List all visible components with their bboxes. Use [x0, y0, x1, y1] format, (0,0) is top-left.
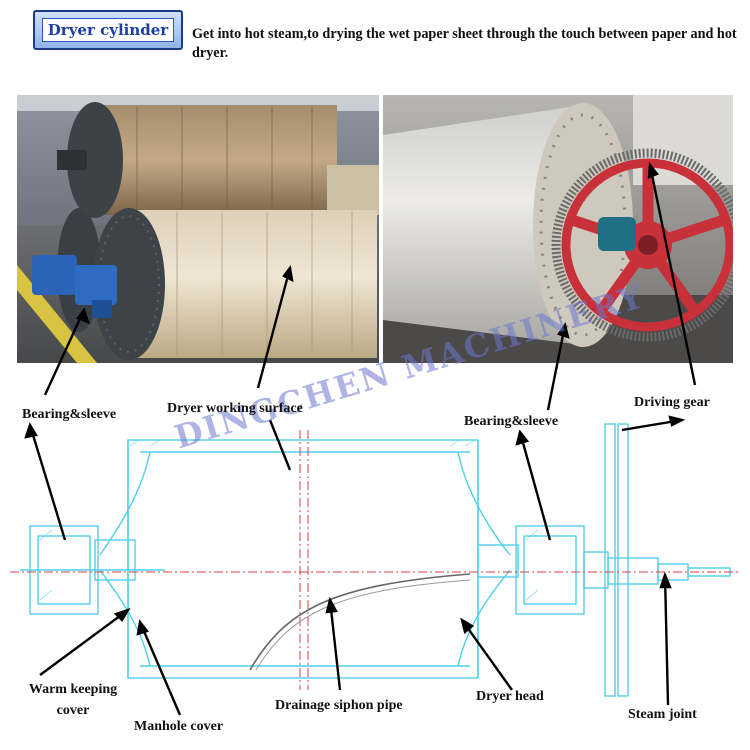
label-manhole-cover: Manhole cover — [134, 719, 224, 734]
label-working-surface: Dryer working surface — [167, 401, 303, 416]
label-dryer-head: Dryer head — [476, 689, 544, 704]
page-title: Dryer cylinder — [41, 18, 175, 42]
label-bearing-right: Bearing&sleeve — [464, 414, 559, 429]
label-bearing-left: Bearing&sleeve — [22, 407, 117, 422]
description-text: Get into hot steam,to drying the wet pap… — [192, 26, 737, 61]
label-warm-keeping-line2: cover — [56, 703, 90, 718]
label-warm-keeping-line1: Warm keeping — [28, 682, 118, 697]
label-drainage-pipe: Drainage siphon pipe — [275, 698, 403, 713]
label-warm-keeping-cover: Warm keeping cover — [14, 681, 132, 719]
title-badge: Dryer cylinder — [33, 10, 183, 50]
photo-dryer-cylinders — [17, 95, 379, 363]
label-steam-joint: Steam joint — [628, 707, 697, 722]
label-driving-gear: Driving gear — [634, 395, 710, 410]
